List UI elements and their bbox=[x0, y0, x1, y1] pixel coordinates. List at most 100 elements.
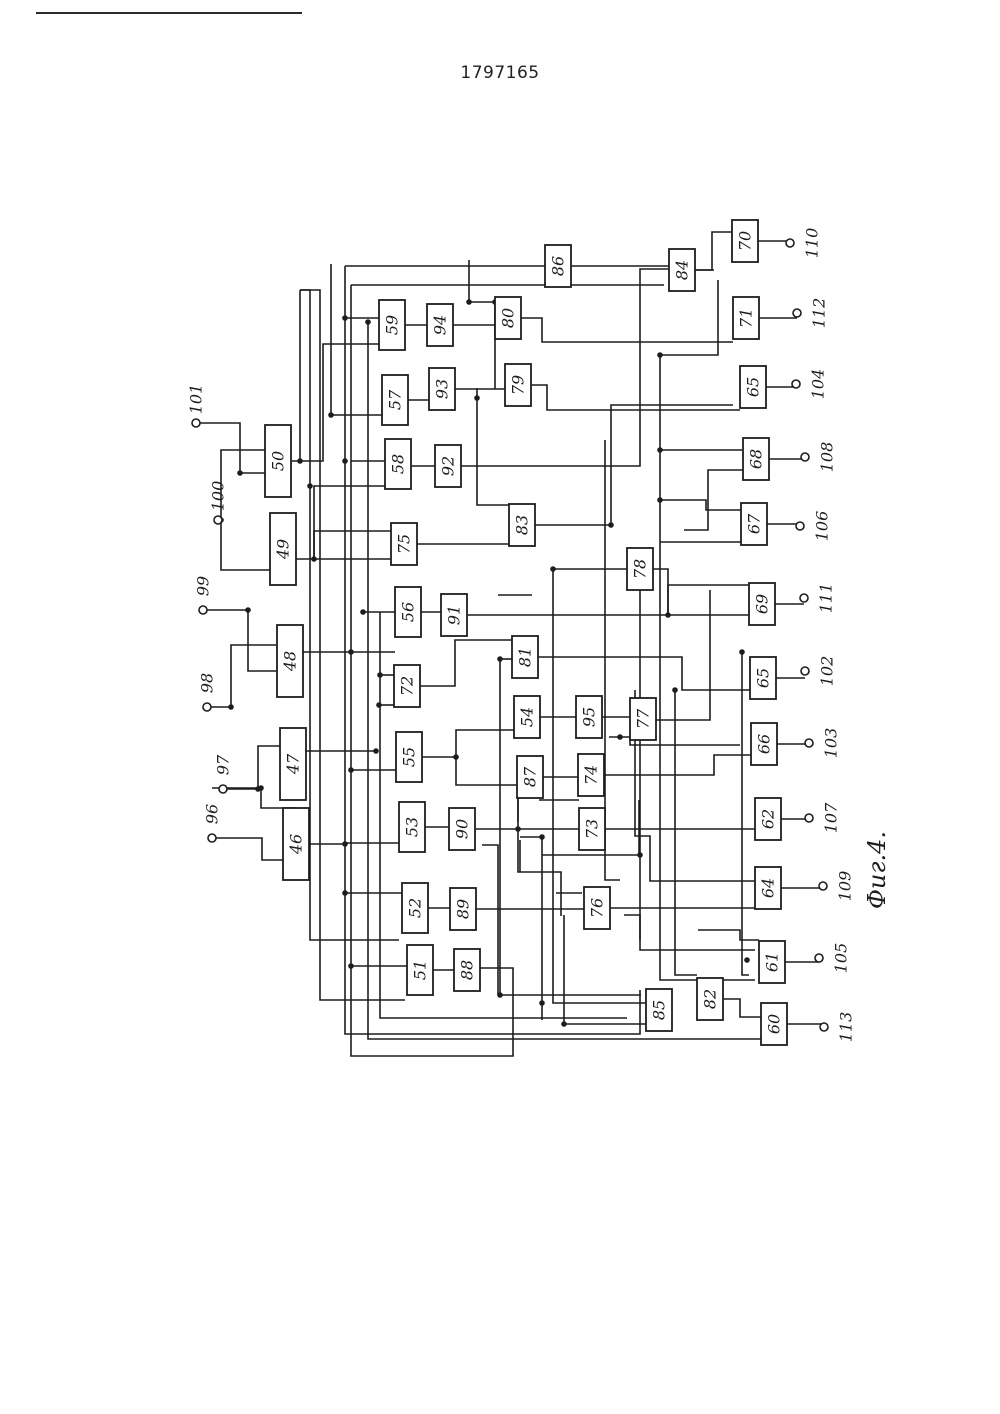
junction-dot bbox=[342, 315, 348, 321]
block-label: 86 bbox=[549, 256, 568, 276]
figure-caption: Фиг.4. bbox=[863, 831, 891, 909]
input-terminal: 96 bbox=[203, 804, 222, 842]
circuit-block: 67 bbox=[741, 503, 767, 545]
wire bbox=[531, 385, 740, 410]
terminal-circle bbox=[805, 814, 813, 822]
output-terminal: 113 bbox=[820, 1012, 856, 1043]
terminal-label: 96 bbox=[203, 804, 222, 824]
wire bbox=[291, 344, 379, 461]
junction-dot bbox=[608, 522, 614, 528]
junction-dot bbox=[550, 566, 556, 572]
output-terminal: 102 bbox=[801, 656, 837, 687]
block-label: 93 bbox=[433, 379, 452, 399]
block-label: 65 bbox=[744, 377, 763, 397]
junction-dot bbox=[474, 395, 480, 401]
wire bbox=[221, 450, 265, 520]
terminal-label: 112 bbox=[810, 298, 829, 329]
terminal-circle bbox=[815, 954, 823, 962]
junction-dot bbox=[617, 734, 623, 740]
circuit-block: 62 bbox=[755, 798, 781, 840]
terminal-label: 100 bbox=[209, 481, 228, 512]
circuit-block: 60 bbox=[761, 1003, 787, 1045]
junction-dot bbox=[466, 299, 472, 305]
circuit-block: 75 bbox=[391, 523, 417, 565]
block-label: 55 bbox=[400, 747, 419, 767]
wire bbox=[624, 915, 755, 950]
input-terminal: 99 bbox=[194, 576, 213, 614]
circuit-block: 57 bbox=[382, 375, 408, 425]
terminal-circle bbox=[819, 882, 827, 890]
terminal-label: 103 bbox=[822, 728, 841, 759]
circuit-block: 89 bbox=[450, 888, 476, 930]
input-terminal: 98 bbox=[198, 673, 217, 711]
circuit-block: 65 bbox=[750, 657, 776, 699]
terminal-label: 101 bbox=[187, 384, 206, 415]
circuit-block: 50 bbox=[265, 425, 291, 497]
circuit-block: 68 bbox=[743, 438, 769, 480]
circuit-block: 69 bbox=[749, 583, 775, 625]
wire bbox=[456, 757, 517, 785]
junction-dot bbox=[342, 458, 348, 464]
block-label: 49 bbox=[274, 539, 293, 560]
junction-dot bbox=[228, 704, 234, 710]
circuit-block: 56 bbox=[395, 587, 421, 637]
block-label: 52 bbox=[406, 898, 425, 918]
output-terminal: 108 bbox=[801, 442, 837, 473]
junction-dot bbox=[744, 957, 750, 963]
block-label: 72 bbox=[398, 676, 417, 696]
junction-dot bbox=[342, 841, 348, 847]
junction-dot bbox=[245, 607, 251, 613]
circuit-block: 78 bbox=[627, 548, 653, 590]
junction-dot bbox=[515, 826, 521, 832]
wire bbox=[520, 837, 542, 1020]
wire bbox=[675, 690, 697, 975]
output-terminal: 103 bbox=[805, 728, 841, 759]
terminal-label: 108 bbox=[818, 442, 837, 473]
circuit-block: 77 bbox=[630, 698, 656, 740]
wire bbox=[698, 930, 759, 940]
block-label: 84 bbox=[673, 260, 692, 280]
output-terminal: 104 bbox=[792, 369, 828, 400]
wire bbox=[518, 790, 561, 916]
block-label: 62 bbox=[759, 809, 778, 829]
terminal-circle bbox=[805, 739, 813, 747]
circuit-block: 79 bbox=[505, 364, 531, 406]
circuit-block: 93 bbox=[429, 368, 455, 410]
output-terminal: 112 bbox=[793, 298, 829, 329]
block-label: 94 bbox=[431, 315, 450, 335]
block-label: 78 bbox=[631, 559, 650, 579]
circuit-block: 80 bbox=[495, 297, 521, 339]
junction-dot bbox=[342, 890, 348, 896]
junction-dot bbox=[365, 319, 371, 325]
output-terminal: 111 bbox=[800, 583, 836, 614]
wire bbox=[660, 500, 741, 510]
block-label: 56 bbox=[399, 602, 418, 622]
terminal-label: 113 bbox=[837, 1012, 856, 1043]
junction-dot bbox=[539, 1000, 545, 1006]
output-terminal: 109 bbox=[819, 871, 855, 902]
input-terminal: 100 bbox=[209, 481, 228, 524]
block-label: 58 bbox=[389, 454, 408, 474]
circuit-block: 81 bbox=[512, 636, 538, 678]
block-label: 87 bbox=[521, 766, 540, 787]
circuit-block: 72 bbox=[394, 665, 420, 707]
junction-dot bbox=[453, 754, 459, 760]
terminal-label: 99 bbox=[194, 576, 213, 596]
block-label: 70 bbox=[736, 231, 755, 251]
block-label: 77 bbox=[634, 708, 653, 729]
terminal-label: 105 bbox=[832, 943, 851, 974]
wire bbox=[521, 318, 733, 342]
wire bbox=[218, 520, 270, 570]
block-label: 67 bbox=[745, 513, 764, 534]
junction-dot bbox=[672, 687, 678, 693]
circuit-block: 66 bbox=[751, 723, 777, 765]
input-terminal: 101 bbox=[187, 384, 206, 427]
terminal-label: 106 bbox=[813, 511, 832, 542]
block-label: 83 bbox=[513, 515, 532, 535]
junction-dot bbox=[657, 497, 663, 503]
circuit-block: 52 bbox=[402, 883, 428, 933]
block-label: 76 bbox=[588, 898, 607, 918]
terminal-label: 107 bbox=[822, 802, 841, 833]
